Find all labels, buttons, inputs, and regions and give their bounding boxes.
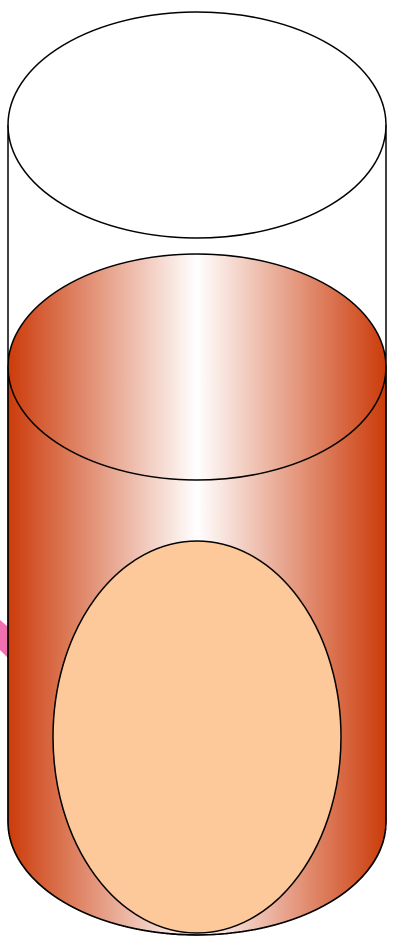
egg [53, 541, 341, 933]
cylinder-top-rim [8, 12, 386, 238]
liquid-surface [8, 254, 386, 480]
